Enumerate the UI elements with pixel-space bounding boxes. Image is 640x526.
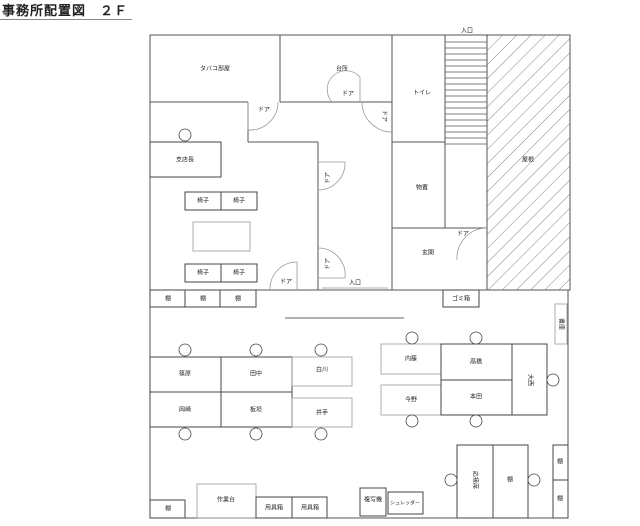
door-label[interactable]: ドア xyxy=(457,231,469,238)
entrance-label-mid: 入口 xyxy=(349,280,361,287)
shredder-label: シュレッダー xyxy=(390,500,420,507)
desk-label: 本田 xyxy=(470,393,482,401)
chair-label: 椅子 xyxy=(197,197,209,205)
door-label[interactable]: ドア xyxy=(381,110,388,122)
desk-group-right: 内藤 今野 高橋 本田 大西 xyxy=(380,331,560,428)
chair-circle xyxy=(178,128,192,142)
desk-label: 今野 xyxy=(405,396,417,404)
room-entrance-hall: 玄関 xyxy=(422,249,434,257)
desk-label: 大西 xyxy=(527,374,535,386)
desk-label: 田中 xyxy=(250,370,262,378)
roof-area xyxy=(486,34,571,291)
branch-manager-desk xyxy=(149,141,222,178)
reception-label: 応接席 xyxy=(472,471,480,489)
desk-group-left: 篠原 田中 白川 岡崎 板垣 井手 xyxy=(149,343,353,441)
desk-label: 岡崎 xyxy=(179,406,191,414)
page-title: 事務所配置図 ２Ｆ xyxy=(2,4,129,19)
desk-label: 高橋 xyxy=(470,358,482,366)
cabinet-label: 書庫 xyxy=(558,318,566,330)
desk-label: 内藤 xyxy=(405,355,417,363)
workbench-label: 作業台 xyxy=(217,496,235,504)
shelf-label: 棚 xyxy=(200,295,206,303)
tool-box-label: 用具箱 xyxy=(301,504,319,512)
desk-label: 白川 xyxy=(316,366,328,374)
tool-box-label: 用具箱 xyxy=(265,504,283,512)
door-label[interactable]: ドア xyxy=(258,107,270,114)
roof-label: 屋根 xyxy=(522,156,534,164)
meeting-table xyxy=(192,221,251,252)
door-label[interactable]: ドア xyxy=(325,172,332,184)
door-arcs xyxy=(247,70,488,291)
chair-label: 椅子 xyxy=(233,269,245,277)
shelf-label: 棚 xyxy=(165,505,171,513)
staircase xyxy=(444,35,488,290)
desk-label: 板垣 xyxy=(250,406,262,414)
title-underline xyxy=(0,19,132,20)
chair-label: 椅子 xyxy=(233,197,245,205)
copier-label: 複写機 xyxy=(364,496,382,504)
chair-label: 椅子 xyxy=(197,269,209,277)
entrance-label-top: 入口 xyxy=(461,28,473,35)
room-kitchen: 台所 xyxy=(336,65,348,73)
desk-label: 井手 xyxy=(316,409,328,417)
trash-label: ゴミ箱 xyxy=(452,295,470,303)
door-label[interactable]: ドア xyxy=(280,279,292,286)
desk-label: 篠原 xyxy=(179,370,191,378)
shelf-label: 棚 xyxy=(557,458,563,466)
shelf-label: 棚 xyxy=(165,295,171,303)
shelf-label: 棚 xyxy=(235,295,241,303)
branch-manager-label: 支店長 xyxy=(176,156,194,164)
room-tobacco: タバコ部屋 xyxy=(200,65,230,73)
shelf-label: 棚 xyxy=(557,495,563,503)
door-label[interactable]: ドア xyxy=(325,258,332,270)
room-storage: 物置 xyxy=(416,184,428,192)
room-toilet: トイレ xyxy=(413,90,431,97)
door-label[interactable]: ドア xyxy=(342,91,354,98)
side-table-label: 棚 xyxy=(507,476,513,484)
